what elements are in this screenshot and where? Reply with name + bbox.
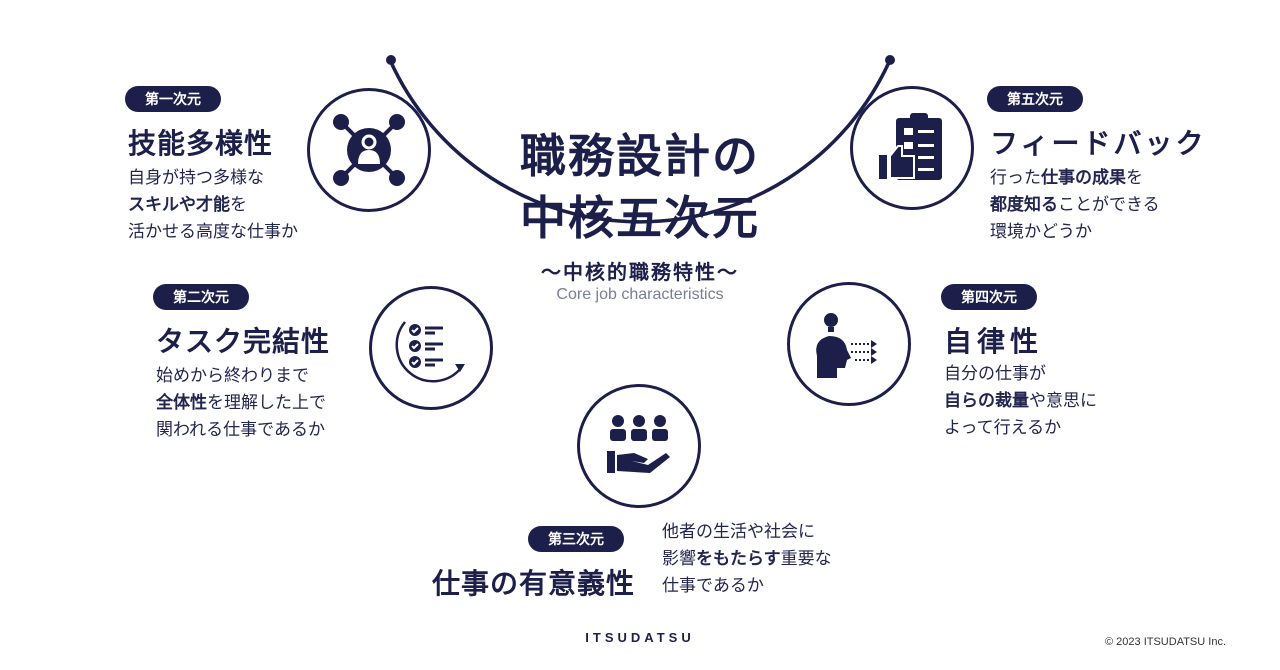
emphasis-text: をもたらす xyxy=(696,549,781,568)
emphasis-text: スキルや才能 xyxy=(128,195,230,214)
description-text: 仕事であるか xyxy=(662,576,764,595)
dimension-5-heading: フィードバック xyxy=(990,128,1207,159)
dimension-2-circle xyxy=(369,286,493,410)
description-text: 始めから終わりまで xyxy=(156,366,309,385)
description-line: 自分の仕事が xyxy=(944,360,1097,387)
dimension-1-heading: 技能多様性 xyxy=(128,128,274,159)
dimension-3-heading: 仕事の有意義性 xyxy=(432,568,636,599)
dimension-5-circle xyxy=(850,86,974,210)
dimension-1-description: 自身が持つ多様なスキルや才能を活かせる高度な仕事か xyxy=(128,164,298,245)
dimension-5-description: 行った仕事の成果を都度知ることができる環境かどうか xyxy=(990,164,1160,245)
title-line-1: 職務設計の xyxy=(520,130,760,182)
description-line: よって行えるか xyxy=(944,414,1097,441)
description-text: 自身が持つ多様な xyxy=(128,168,264,187)
dimension-1-circle xyxy=(307,88,431,212)
description-line: 行った仕事の成果を xyxy=(990,164,1160,191)
description-line: 都度知ることができる xyxy=(990,191,1160,218)
emphasis-text: 全体性 xyxy=(156,393,207,412)
dimension-2-description: 始めから終わりまで全体性を理解した上で関われる仕事であるか xyxy=(156,362,326,443)
arc-end-dot xyxy=(386,55,396,65)
dimension-4-badge: 第四次元 xyxy=(941,284,1037,310)
dimension-2-badge: 第二次元 xyxy=(153,284,249,310)
dimension-4-circle xyxy=(787,282,911,406)
subtitle-english: Core job characteristics xyxy=(556,286,724,303)
emphasis-text: 自らの裁量 xyxy=(944,391,1029,410)
subtitle: 〜中核的職務特性〜 xyxy=(541,262,739,284)
dimension-4-description: 自分の仕事が自らの裁量や意思によって行えるか xyxy=(944,360,1097,441)
head-idea-icon xyxy=(816,313,877,378)
description-line: 環境かどうか xyxy=(990,218,1160,245)
description-line: 他者の生活や社会に xyxy=(662,518,832,545)
dimension-5-badge: 第五次元 xyxy=(987,86,1083,112)
description-text: よって行えるか xyxy=(944,418,1062,437)
description-text: ことができる xyxy=(1058,195,1160,214)
copyright: © 2023 ITSUDATSU Inc. xyxy=(1105,636,1226,648)
description-text: 関われる仕事であるか xyxy=(156,420,325,439)
emphasis-text: 都度知る xyxy=(990,195,1058,214)
description-line: 全体性を理解した上で xyxy=(156,389,326,416)
description-text: 環境かどうか xyxy=(990,222,1092,241)
description-line: 始めから終わりまで xyxy=(156,362,326,389)
description-text: を xyxy=(1126,168,1143,187)
description-line: 影響をもたらす重要な xyxy=(662,545,832,572)
description-text: 自分の仕事が xyxy=(944,364,1046,383)
description-line: 活かせる高度な仕事か xyxy=(128,218,298,245)
dimension-3-badge: 第三次元 xyxy=(528,526,624,552)
dimension-3-circle xyxy=(577,384,701,508)
description-text: を理解した上で xyxy=(207,393,326,412)
emphasis-text: 仕事の成果 xyxy=(1041,168,1126,187)
description-line: 関われる仕事であるか xyxy=(156,416,326,443)
description-text: 行った xyxy=(990,168,1041,187)
dimension-3-description: 他者の生活や社会に影響をもたらす重要な仕事であるか xyxy=(662,518,832,599)
team-hand-icon xyxy=(607,415,670,473)
description-line: スキルや才能を xyxy=(128,191,298,218)
itsudatsu-logo: ITSUDATSU xyxy=(585,630,695,645)
description-text: 重要な xyxy=(780,549,832,568)
description-line: 仕事であるか xyxy=(662,572,832,599)
network-person-icon xyxy=(333,114,405,186)
description-line: 自らの裁量や意思に xyxy=(944,387,1097,414)
description-line: 自身が持つ多様な xyxy=(128,164,298,191)
description-text: 他者の生活や社会に xyxy=(662,522,815,541)
checklist-cycle-icon xyxy=(395,321,465,383)
description-text: や意思に xyxy=(1029,391,1097,410)
title-line-2: 中核五次元 xyxy=(520,192,760,244)
description-text: を xyxy=(230,195,247,214)
dimension-1-badge: 第一次元 xyxy=(125,86,221,112)
description-text: 活かせる高度な仕事か xyxy=(128,222,298,241)
description-text: 影響 xyxy=(662,549,696,568)
dimension-4-heading: 自律性 xyxy=(944,326,1044,357)
arc-end-dot xyxy=(885,55,895,65)
clipboard-thumbs-up-icon xyxy=(877,113,942,181)
dimension-2-heading: タスク完結性 xyxy=(156,326,331,357)
